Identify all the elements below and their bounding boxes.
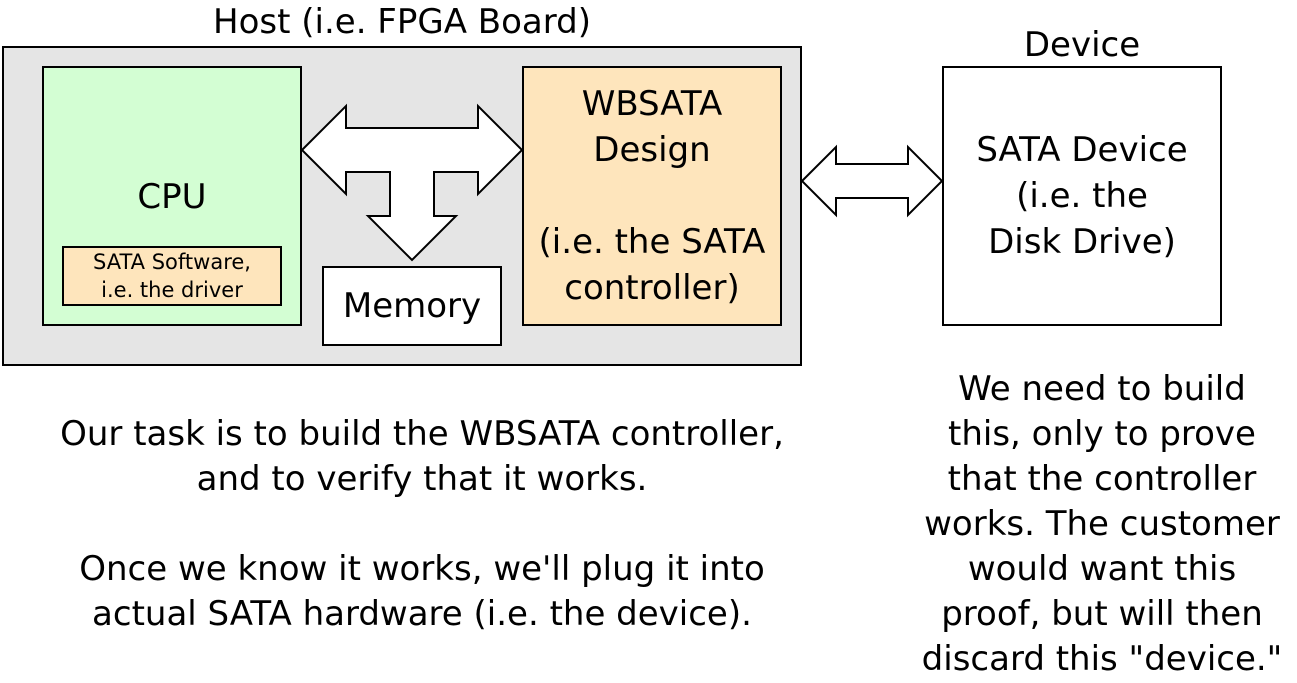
device-title: Device	[1023, 25, 1141, 65]
host-title: Host (i.e. FPGA Board)	[213, 2, 591, 42]
device-box: SATA Device (i.e. the Disk Drive)	[942, 66, 1222, 326]
driver-box: SATA Software, i.e. the driver	[62, 246, 282, 306]
wbsata-box: WBSATA Design (i.e. the SATA controller)	[522, 66, 782, 326]
cpu-label: CPU	[137, 177, 207, 217]
task-description: Our task is to build the WBSATA controll…	[60, 414, 784, 634]
cpu-wbsata-memory-arrow	[300, 103, 524, 262]
host-device-arrow	[800, 144, 944, 218]
device-note: We need to build this, only to prove tha…	[921, 369, 1283, 679]
memory-box: Memory	[322, 266, 502, 346]
